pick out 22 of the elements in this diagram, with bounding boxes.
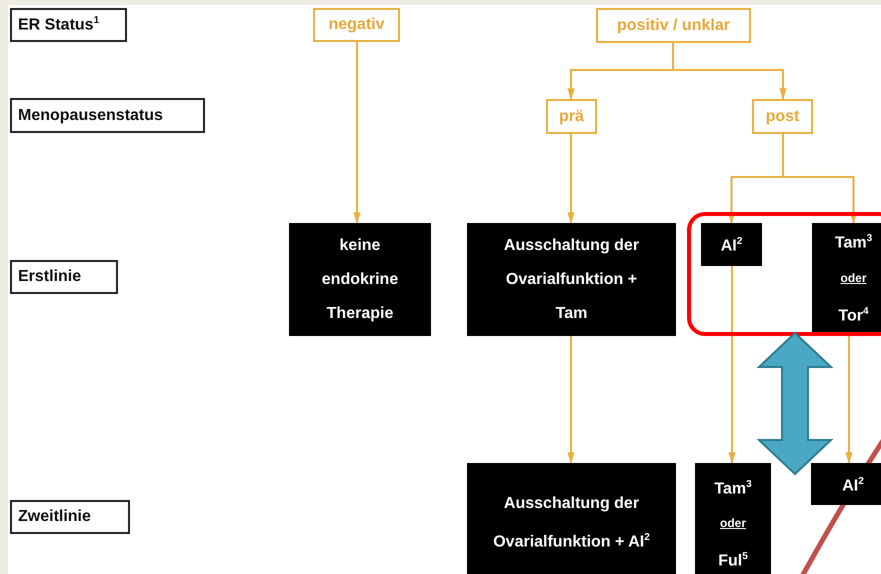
arrow <box>672 43 787 100</box>
row-label: Menopausenstatus <box>10 98 205 133</box>
row-label: Erstlinie <box>10 260 118 294</box>
therapy-box: keine endokrine Therapie <box>289 223 431 336</box>
arrow <box>567 336 575 464</box>
arrow <box>353 42 361 224</box>
therapy-box: Tam$^{3}$ oder Ful$^{5}$ <box>695 463 771 574</box>
therapy-box: Ausschaltung der Ovarialfunktion + AI$^{2}$ <box>467 463 676 574</box>
row-label: Zweitlinie <box>10 500 130 534</box>
highlight-frame <box>687 212 881 336</box>
therapy-box: AI$^{2}$ <box>811 463 881 505</box>
arrow <box>728 266 736 464</box>
row-label: ER Status$^{1}$ <box>10 8 127 42</box>
therapy-box: AI$^{2}$ <box>701 223 762 266</box>
status-box: negativ <box>313 8 400 42</box>
status-box: post <box>752 99 813 134</box>
therapy-box: Tam$^{3}$ oder Tor$^{4}$ <box>812 223 881 332</box>
therapy-box: Ausschaltung der Ovarialfunktion + Tam <box>467 223 676 336</box>
double-arrow <box>756 332 834 476</box>
status-box: prä <box>546 99 597 134</box>
arrow <box>567 134 575 224</box>
status-box: positiv / unklar <box>596 8 751 43</box>
